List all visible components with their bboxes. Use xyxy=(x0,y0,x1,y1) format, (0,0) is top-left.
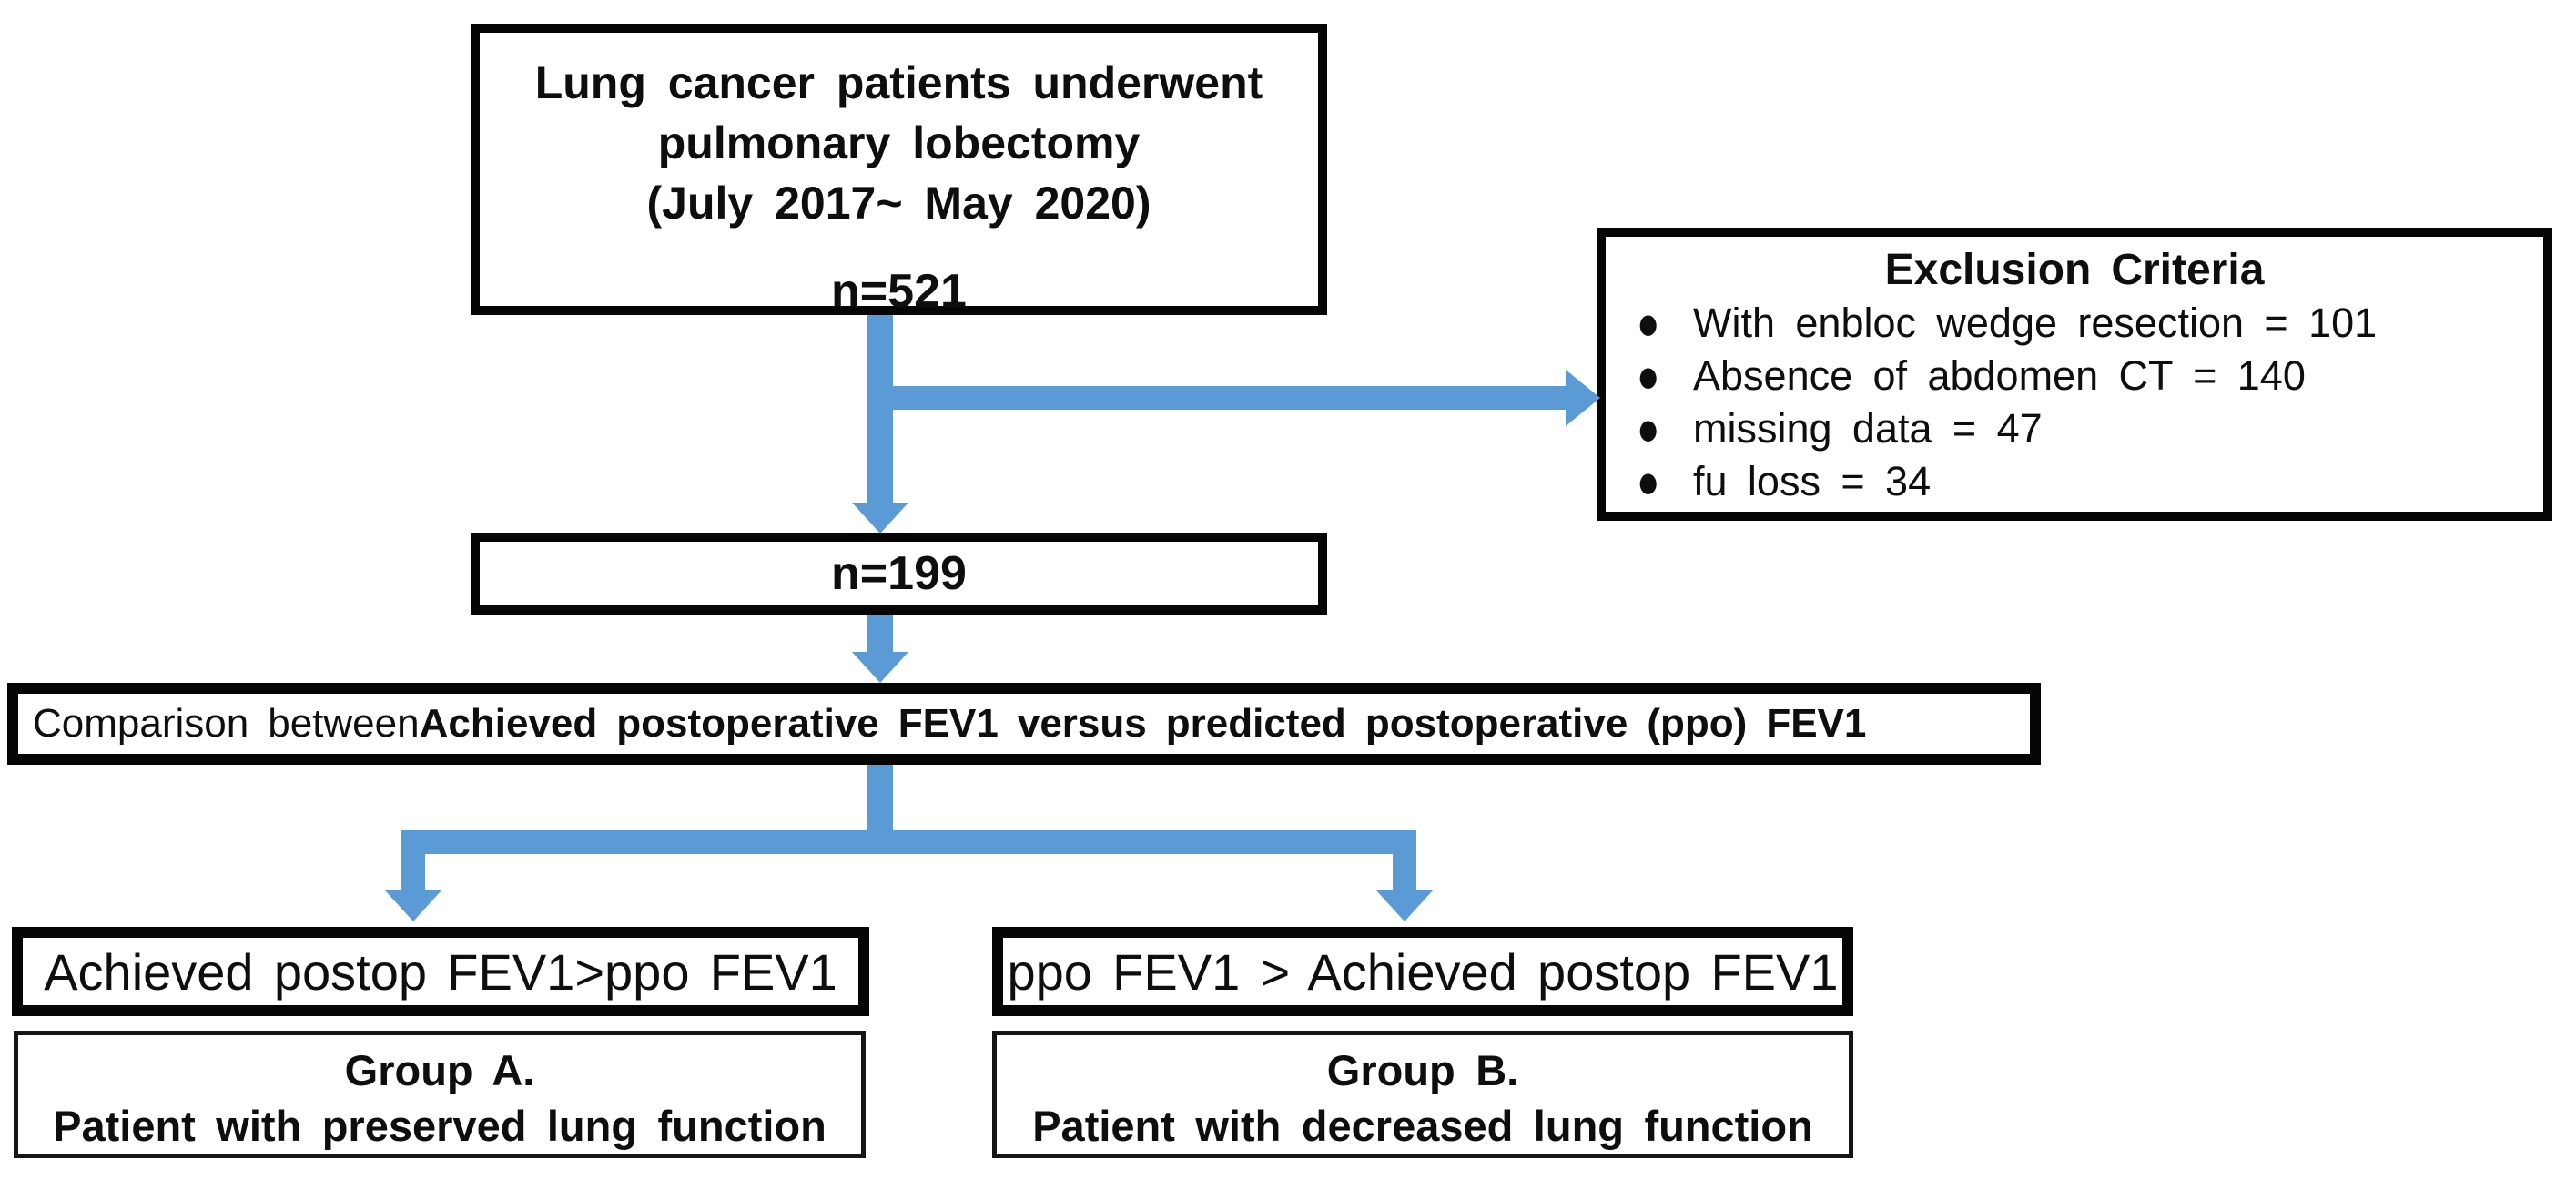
arrow-head-right-icon xyxy=(1566,370,1600,426)
comparison-prefix: Comparison between xyxy=(33,701,420,746)
comparison-emphasis: Achieved postoperative FEV1 versus predi… xyxy=(419,701,1867,746)
initial-line-3: (July 2017~ May 2020) xyxy=(646,178,1151,229)
exclusion-item-row: ● fu loss = 34 xyxy=(1606,454,2543,508)
exclusion-item-text: Absence of abdomen CT = 140 xyxy=(1693,352,2306,399)
exclusion-item-text: With enbloc wedge resection = 101 xyxy=(1693,300,2378,346)
bullet-icon: ● xyxy=(1637,402,1660,455)
comparison-box: Comparison between Achieved postoperativ… xyxy=(7,683,2041,765)
bullet-icon: ● xyxy=(1637,349,1660,402)
initial-cohort-count: n=521 xyxy=(831,265,967,318)
group-a-description: Patient with preserved lung function xyxy=(53,1102,827,1150)
right-condition-text: ppo FEV1 > Achieved postop FEV1 xyxy=(1007,942,1839,1001)
exclusion-item-row: ● With enbloc wedge resection = 101 xyxy=(1606,296,2543,350)
exclusion-criteria-box: Exclusion Criteria ● With enbloc wedge r… xyxy=(1597,228,2552,521)
included-cohort-box: n=199 xyxy=(471,533,1327,615)
exclusion-item-text: missing data = 47 xyxy=(1693,405,2043,452)
arrow-shaft xyxy=(880,386,1568,410)
initial-line-2: pulmonary lobectomy xyxy=(657,117,1141,168)
left-condition-text: Achieved postop FEV1>ppo FEV1 xyxy=(44,942,837,1001)
bullet-icon: ● xyxy=(1637,454,1660,508)
arrow-head-down-icon xyxy=(1376,890,1433,921)
arrow-shaft xyxy=(867,315,893,506)
group-a-title: Group A. xyxy=(344,1046,535,1094)
group-a-box: Group A. Patient with preserved lung fun… xyxy=(14,1031,866,1158)
arrow-shaft xyxy=(867,765,893,841)
initial-line-1: Lung cancer patients underwent xyxy=(534,57,1263,108)
arrow-shaft xyxy=(401,830,425,894)
arrow-shaft xyxy=(867,615,893,656)
initial-cohort-box: Lung cancer patients underwent pulmonary… xyxy=(471,24,1327,318)
group-b-box: Group B. Patient with decreased lung fun… xyxy=(992,1031,1853,1158)
bullet-icon: ● xyxy=(1637,296,1660,350)
arrow-shaft xyxy=(1393,830,1416,894)
exclusion-item-text: fu loss = 34 xyxy=(1693,458,1932,504)
arrow-head-down-icon xyxy=(385,890,441,921)
included-cohort-count: n=199 xyxy=(831,547,967,600)
split-horizontal-bar xyxy=(401,830,1416,854)
arrow-head-down-icon xyxy=(852,652,908,683)
initial-cohort-description: Lung cancer patients underwent pulmonary… xyxy=(480,33,1318,233)
exclusion-item-row: ● missing data = 47 xyxy=(1606,402,2543,455)
exclusion-item-row: ● Absence of abdomen CT = 140 xyxy=(1606,349,2543,402)
group-b-title: Group B. xyxy=(1326,1046,1519,1094)
right-condition-box: ppo FEV1 > Achieved postop FEV1 xyxy=(992,927,1853,1016)
left-condition-box: Achieved postop FEV1>ppo FEV1 xyxy=(12,927,869,1016)
arrow-head-down-icon xyxy=(852,503,908,534)
group-b-description: Patient with decreased lung function xyxy=(1032,1102,1813,1150)
exclusion-title: Exclusion Criteria xyxy=(1884,246,2265,294)
